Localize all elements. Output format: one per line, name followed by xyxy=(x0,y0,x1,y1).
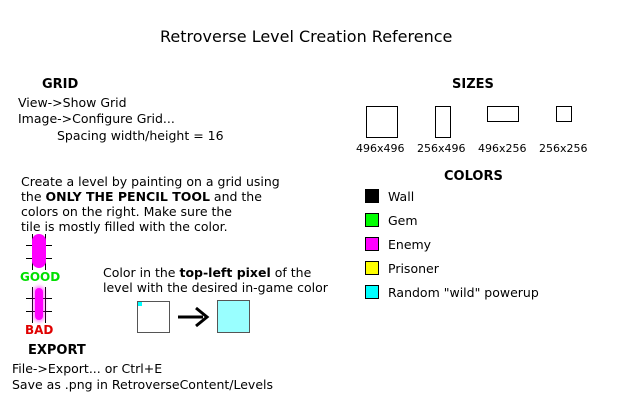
swatch-gem xyxy=(365,213,379,227)
size-label-256x256: 256x256 xyxy=(539,142,588,155)
export-line-1: File->Export... or Ctrl+E xyxy=(12,361,163,376)
grid-line-3: Spacing width/height = 16 xyxy=(57,128,224,143)
grid-line-2: Image->Configure Grid... xyxy=(18,111,175,126)
color-label-enemy: Enemy xyxy=(388,237,432,252)
size-shape-496x256 xyxy=(487,106,519,122)
color-label-powerup: Random "wild" powerup xyxy=(388,285,539,300)
swatch-enemy xyxy=(365,237,379,251)
size-label-256x496: 256x496 xyxy=(417,142,466,155)
instructions-line-2-post: and the xyxy=(209,189,262,204)
pixel-note-bold: top-left pixel xyxy=(179,265,271,280)
size-shape-496x496 xyxy=(366,106,398,138)
instructions-line-1: Create a level by painting on a grid usi… xyxy=(21,174,280,189)
colors-heading: COLORS xyxy=(444,169,503,184)
color-label-prisoner: Prisoner xyxy=(388,261,439,276)
size-shape-256x496 xyxy=(435,106,451,138)
pixel-note-post: of the xyxy=(270,265,312,280)
grid-heading: GRID xyxy=(42,77,79,92)
pixel-note-line-1: Color in the top-left pixel of the xyxy=(103,265,311,280)
good-example-grid xyxy=(26,234,52,270)
export-heading: EXPORT xyxy=(28,343,86,358)
grid-line-1: View->Show Grid xyxy=(18,95,127,110)
pixel-note-line-2: level with the desired in-game color xyxy=(103,280,328,295)
sizes-heading: SIZES xyxy=(452,77,494,92)
bad-paint-stroke xyxy=(35,288,43,320)
arrow-right-icon xyxy=(178,306,210,328)
swatch-wall xyxy=(365,189,379,203)
swatch-powerup xyxy=(365,285,379,299)
top-left-pixel xyxy=(138,302,142,306)
pixel-note-pre: Color in the xyxy=(103,265,180,280)
instructions-line-4: tile is mostly filled with the color. xyxy=(21,219,228,234)
instructions-line-2-bold: ONLY THE PENCIL TOOL xyxy=(45,189,210,204)
page-title: Retroverse Level Creation Reference xyxy=(160,27,453,46)
swatch-prisoner xyxy=(365,261,379,275)
size-label-496x496: 496x496 xyxy=(356,142,405,155)
color-label-wall: Wall xyxy=(388,189,415,204)
color-label-gem: Gem xyxy=(388,213,418,228)
size-shape-256x256 xyxy=(556,106,572,122)
level-before xyxy=(137,301,170,333)
level-after xyxy=(217,300,250,333)
bad-example-grid xyxy=(26,287,52,323)
size-label-496x256: 496x256 xyxy=(478,142,527,155)
good-label: GOOD xyxy=(20,270,61,284)
instructions-line-2-pre: the xyxy=(21,189,46,204)
instructions-line-3: colors on the right. Make sure the xyxy=(21,204,232,219)
export-line-2: Save as .png in RetroverseContent/Levels xyxy=(12,377,273,392)
good-paint-stroke xyxy=(32,234,46,268)
instructions-line-2: the ONLY THE PENCIL TOOL and the xyxy=(21,189,262,204)
bad-label: BAD xyxy=(25,323,54,337)
